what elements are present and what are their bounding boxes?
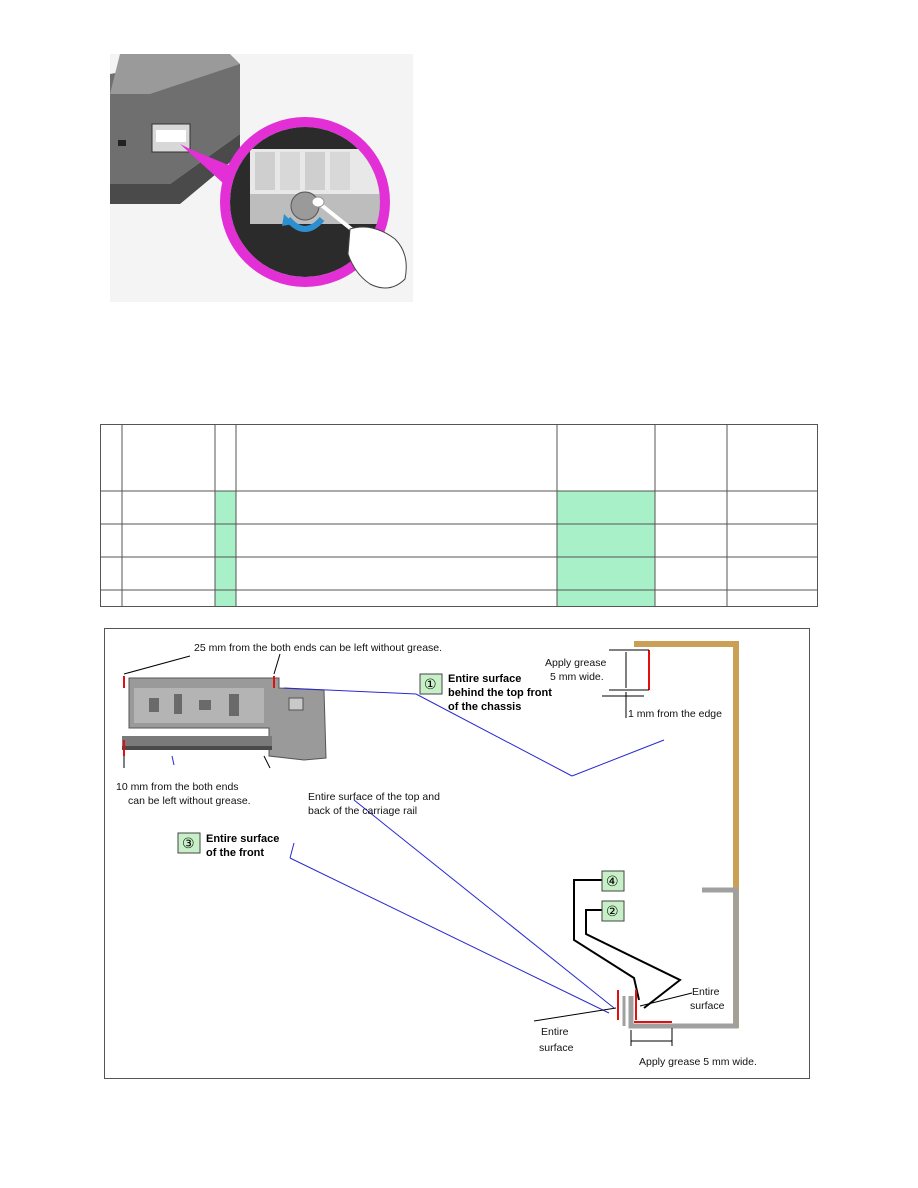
chassis-drawing [122,676,327,761]
callout-1 [419,673,443,695]
carriage-rail-label-2: back of the carriage rail [308,805,417,817]
from-edge-label: 1 mm from the edge [628,708,722,720]
entire-surface-right-label-2: surface [690,1000,725,1012]
highlight-column-a [215,491,236,607]
callout-3-line-2: of the front [206,847,264,859]
callout-1-line-2: behind the top front [448,687,552,699]
callout-3-line-1: Entire surface [206,833,279,845]
callout-1-line-3: of the chassis [448,701,521,713]
entire-surface-left-label-2: surface [539,1042,574,1054]
entire-surface-left-label-1: Entire [541,1026,569,1038]
callout-3-number: ③ [182,836,195,852]
cotton-swab-icon [318,202,357,234]
callout-4-number: ④ [606,874,619,890]
apply-grease-bottom-label: Apply grease 5 mm wide. [639,1056,757,1068]
top-ends-label: 25 mm from the both ends can be left wit… [194,642,442,654]
highlight-column-b [557,491,655,607]
hand-icon [347,226,407,289]
apply-grease-label-1: Apply grease [545,657,606,669]
bottom-ends-label-1: 10 mm from the both ends [116,781,239,793]
grease-table [100,424,818,607]
callout-1-number: ① [424,677,437,693]
carriage-rail-label-1: Entire surface of the top and [308,791,440,803]
callout-3 [177,832,201,854]
printer-illustration [110,54,413,302]
callout-1-line-1: Entire surface [448,673,521,685]
callout-4 [601,870,625,892]
callout-2-number: ② [606,904,619,920]
apply-grease-label-2: 5 mm wide. [550,671,604,683]
bottom-ends-label-2: can be left without grease. [128,795,251,807]
grease-diagram: ① ③ ④ ② Entire surface behind the top fr… [116,641,757,1068]
callout-2 [601,900,625,922]
entire-surface-right-label-1: Entire [692,986,720,998]
